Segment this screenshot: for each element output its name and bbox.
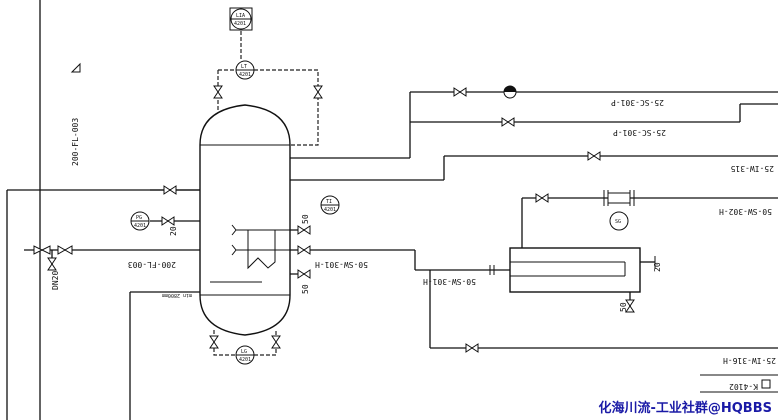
sw-302-valve[interactable] xyxy=(535,193,549,203)
pg-instrument[interactable]: PG 4201 xyxy=(130,211,150,231)
exchanger-drain-valve[interactable] xyxy=(625,299,635,313)
line-direction-marker xyxy=(70,62,81,73)
lg-bottom-instrument[interactable]: LG 4201 xyxy=(235,345,255,365)
line-25-iw-315-label: 25-IW-315 xyxy=(730,164,774,173)
level-valve-bottom-right[interactable] xyxy=(271,335,281,349)
steam-trap-icon[interactable] xyxy=(503,85,517,99)
line-25-sc-301-p-upper-label: 25-SC-301-P xyxy=(611,98,664,107)
level-valve-top-left[interactable] xyxy=(213,85,223,99)
vessel-left-valve-upper[interactable] xyxy=(163,185,177,195)
nozzle-50-lower-valve[interactable] xyxy=(297,269,311,279)
heat-exchanger[interactable] xyxy=(509,247,641,293)
exchanger-inlet-flange xyxy=(489,265,495,275)
line-50-sw-302-h-label: 50-SW-302-H xyxy=(719,207,772,216)
line-25-iw-316-h-label: 25-IW-316-H xyxy=(723,356,776,365)
nozzle-50-upper-valve[interactable] xyxy=(297,225,311,235)
lg-bottom-number: 4201 xyxy=(239,357,251,363)
sg-tag: SG xyxy=(615,219,621,225)
ti-instrument[interactable]: TI 4201 xyxy=(320,195,340,215)
line-200-fl-003-inlet-label: 200-FL-003 xyxy=(128,260,176,269)
inlet-gate-valve-1[interactable] xyxy=(33,245,51,255)
line-50-sw-301-h-exchanger-label: 50-SW-301-H xyxy=(423,277,476,286)
nozzle-20-exchanger-label: 20 xyxy=(653,262,662,272)
drain-dn20-label: DN20 xyxy=(51,271,60,290)
vertical-vessel[interactable] xyxy=(199,104,291,336)
inlet-gate-valve-2[interactable] xyxy=(57,245,73,255)
drain-valve[interactable] xyxy=(47,257,57,271)
sheet-ref-label: K-4102 xyxy=(729,382,758,391)
ti-number: 4201 xyxy=(324,207,336,213)
min-level-note: min 2800mm xyxy=(162,292,192,298)
pg-number: 4201 xyxy=(134,223,146,229)
pg-tag: PG xyxy=(136,215,142,221)
sight-glass-icon[interactable] xyxy=(603,190,635,206)
level-valve-bottom-left[interactable] xyxy=(209,335,219,349)
watermark: 化海川流-工业社群@HQBBS xyxy=(598,401,772,416)
vessel-left-valve-pg[interactable] xyxy=(161,216,175,226)
sg-instrument[interactable]: SG xyxy=(609,211,629,231)
nozzle-50-upper-label: 50 xyxy=(301,214,310,224)
ti-tag: TI xyxy=(326,199,332,205)
title-block-box xyxy=(761,379,771,389)
line-200-fl-003-vertical-label: 200-FL-003 xyxy=(71,118,80,166)
line-25-sc-301-p-lower-label: 25-SC-301-P xyxy=(613,128,666,137)
lt-top-instrument[interactable]: LT 4201 xyxy=(235,60,255,80)
lt-top-tag: LT xyxy=(241,64,247,70)
nozzle-50-lower-label: 50 xyxy=(301,284,310,294)
sc-upper-valve[interactable] xyxy=(453,87,467,97)
nozzle-sw-valve[interactable] xyxy=(297,245,311,255)
nozzle-20-left-label: 20 xyxy=(169,226,178,236)
lg-bottom-tag: LG xyxy=(241,349,247,355)
lt-top-number: 4201 xyxy=(239,72,251,78)
internal-coil xyxy=(247,230,276,270)
nozzle-50-exchanger-label: 50 xyxy=(619,302,628,312)
lia-instrument[interactable]: LIA 4201 xyxy=(229,7,253,31)
level-loop-top xyxy=(218,69,319,146)
lia-tag: LIA xyxy=(236,13,245,19)
sc-lower-valve[interactable] xyxy=(501,117,515,127)
iw-315-valve[interactable] xyxy=(587,151,601,161)
level-valve-top-right[interactable] xyxy=(313,85,323,99)
iw-316-valve[interactable] xyxy=(465,343,479,353)
lia-number: 4201 xyxy=(234,21,246,27)
line-50-sw-301-h-vessel-label: 50-SW-301-H xyxy=(315,260,368,269)
